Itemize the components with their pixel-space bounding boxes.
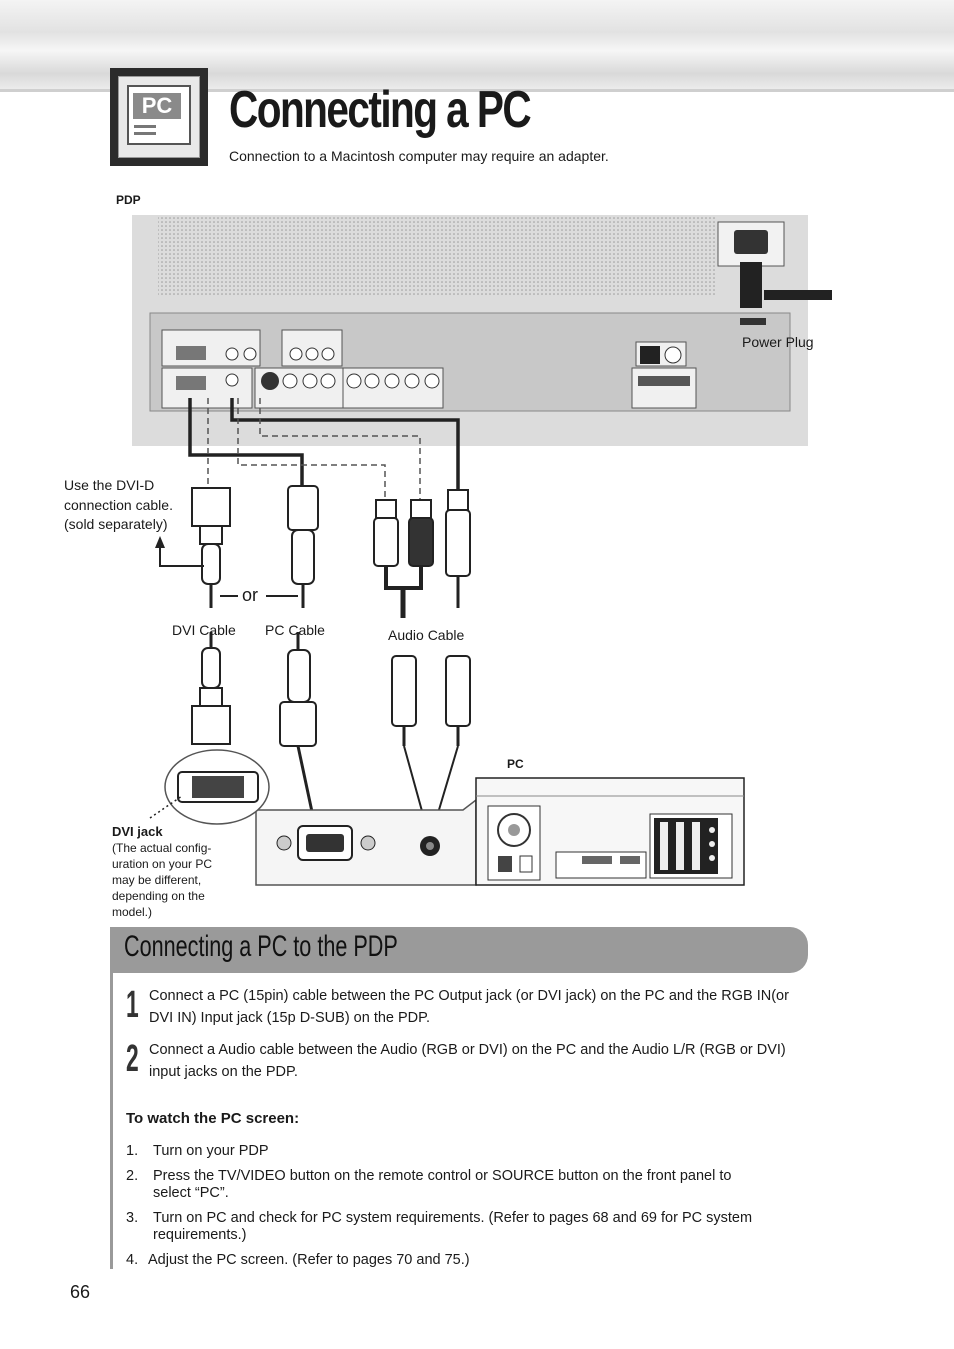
section-rule (110, 973, 113, 1269)
section-header-bar (110, 927, 808, 973)
dvi-in-port (176, 346, 206, 360)
dvi-cable-connector (191, 487, 231, 608)
dvi-cable-lower (191, 632, 231, 745)
list-number: 3. (126, 1210, 139, 1226)
section-title: Connecting a PC to the PDP (124, 930, 398, 963)
dvi-note-line: connection cable. (64, 497, 173, 513)
list-number: 4. (126, 1252, 139, 1268)
pdp-label: PDP (116, 193, 141, 207)
icon-line (134, 132, 156, 135)
audio-cable-label: Audio Cable (388, 627, 465, 643)
icon-line (134, 125, 156, 128)
step-text: Connect a PC (15pin) cable between the P… (149, 988, 789, 1026)
rgb-in-port (176, 376, 206, 390)
step-number: 2 (126, 1038, 139, 1080)
pc-cable-lower (279, 632, 320, 841)
step-number: 1 (126, 984, 139, 1026)
pc-cable-connector (287, 485, 319, 608)
dvi-jack-note: (The actual config-uration on your PC ma… (112, 841, 213, 919)
pc-section-icon: PC (110, 68, 208, 166)
watch-heading: To watch the PC screen: (126, 1110, 300, 1127)
connection-diagram (132, 215, 832, 886)
pc-label: PC (507, 757, 524, 771)
list-number: 1. (126, 1143, 139, 1159)
audio-cable-lower (391, 655, 471, 844)
audio-rca-plugs (373, 489, 471, 618)
page-number: 66 (70, 1282, 91, 1302)
page-subtitle: Connection to a Macintosh computer may r… (229, 148, 609, 164)
list-item: 3. Turn on PC and check for PC system req… (126, 1210, 776, 1244)
pc-icon-frame: PC (118, 76, 200, 158)
list-text: Turn on PC and check for PC system requi… (153, 1210, 753, 1243)
step-text: Connect a Audio cable between the Audio … (149, 1042, 786, 1080)
dvi-jack-label: DVI jack (112, 824, 163, 839)
monitor-icon: PC (127, 85, 191, 145)
page-title: Connecting a PC (229, 81, 532, 139)
list-item: 2. Press the TV/VIDEO button on the remot… (126, 1168, 776, 1202)
list-item: 4. Adjust the PC screen. (Refer to pages … (126, 1252, 776, 1269)
dvi-note-line: Use the DVI-D (64, 477, 155, 493)
pdp-vent-grille (158, 215, 716, 297)
list-number: 2. (126, 1168, 139, 1184)
pc-tower (475, 777, 745, 886)
pc-cable-label: PC Cable (265, 622, 325, 638)
list-text: Press the TV/VIDEO button on the remote … (153, 1168, 732, 1201)
pc-icon-label: PC (133, 93, 181, 119)
power-plug-label: Power Plug (742, 334, 814, 350)
or-label: or (242, 585, 259, 605)
dvi-note-line: (sold separately) (64, 516, 168, 532)
list-item: 1. Turn on your PDP (126, 1143, 776, 1160)
list-text: Adjust the PC screen. (Refer to pages 70… (148, 1252, 470, 1268)
dvi-cable-label: DVI Cable (172, 622, 236, 638)
list-text: Turn on your PDP (153, 1143, 269, 1159)
